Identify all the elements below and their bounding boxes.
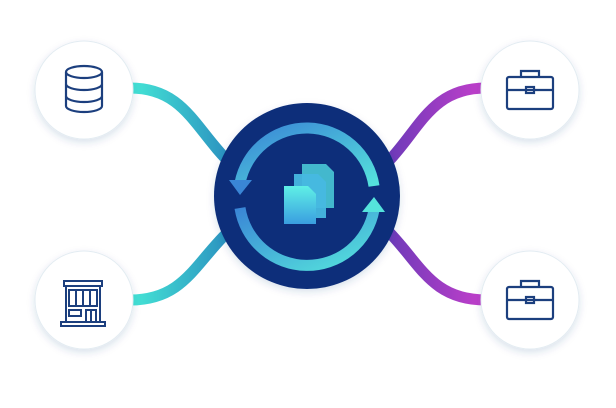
database-icon	[64, 64, 104, 114]
arrow-head-left	[229, 180, 252, 195]
connector-store	[129, 223, 236, 306]
connector-briefcase-top	[381, 82, 487, 169]
documents-icon	[284, 164, 334, 224]
hub-circle	[214, 103, 400, 289]
connector-briefcase-bottom	[381, 224, 487, 306]
node-store	[34, 250, 134, 350]
node-database	[34, 40, 134, 140]
arrow-head-right	[362, 197, 385, 212]
node-briefcase-top	[480, 40, 580, 140]
node-briefcase-bottom	[480, 250, 580, 350]
storefront-icon	[60, 280, 106, 327]
briefcase-icon	[505, 69, 555, 111]
sync-arrows-icon	[234, 122, 380, 271]
briefcase-icon	[505, 279, 555, 321]
connector-database	[129, 82, 236, 169]
